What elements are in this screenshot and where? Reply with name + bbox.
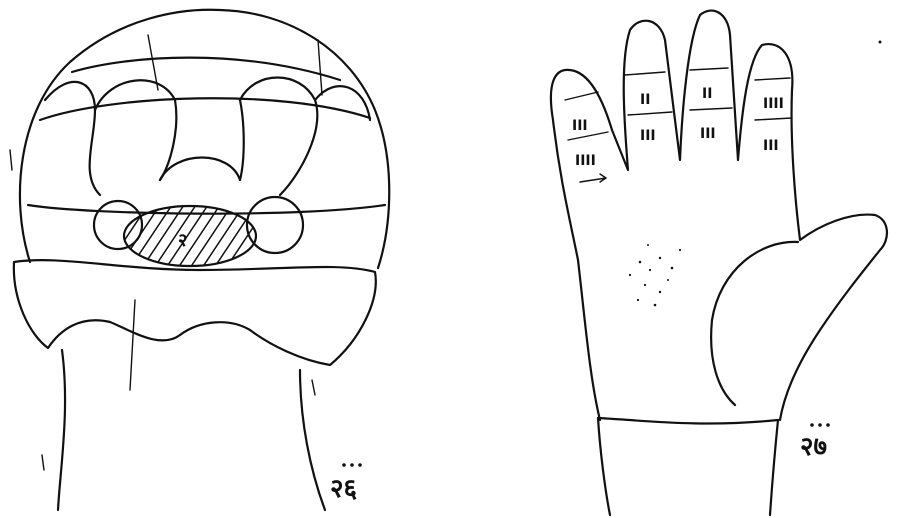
finger-3-lower-mark: III bbox=[700, 126, 716, 142]
joint-line bbox=[690, 108, 732, 110]
palm-figure: III IIII II III II III IIII III २७ bbox=[551, 11, 887, 515]
label-dot bbox=[818, 423, 822, 427]
joint-line bbox=[755, 118, 792, 120]
lobe-left bbox=[45, 82, 100, 195]
finger-4-lower-mark: III bbox=[763, 138, 779, 154]
oval-mark: २ bbox=[178, 230, 187, 251]
mark-tick-3 bbox=[312, 380, 315, 395]
label-dot bbox=[826, 423, 830, 427]
collar-band bbox=[14, 260, 376, 365]
joint-line bbox=[755, 78, 790, 80]
finger-4-upper-mark: IIII bbox=[763, 96, 784, 112]
guide-line-lower bbox=[130, 300, 135, 390]
speck bbox=[879, 41, 882, 44]
joint-line bbox=[690, 68, 728, 70]
bulb-right bbox=[247, 197, 303, 253]
figure-label-left: २६ bbox=[330, 474, 357, 504]
figure-label-right: २७ bbox=[800, 432, 827, 462]
finger-3-upper-mark: II bbox=[702, 86, 712, 102]
head-figure: २ २६ bbox=[10, 10, 389, 510]
lobe-center-right bbox=[240, 78, 317, 196]
finger-1-upper-mark: III bbox=[572, 118, 588, 134]
lobe-center-left bbox=[95, 80, 176, 180]
joint-line bbox=[628, 112, 672, 115]
arch-middle bbox=[160, 100, 244, 180]
label-dot bbox=[358, 463, 362, 467]
neck-right bbox=[300, 370, 325, 510]
finger-1-lower-mark: IIII bbox=[575, 153, 596, 169]
finger-arrow bbox=[580, 174, 606, 182]
finger-2-upper-mark: II bbox=[640, 92, 650, 108]
hand-outline bbox=[551, 11, 887, 420]
mark-tick-2 bbox=[10, 150, 12, 170]
wrist-line bbox=[598, 418, 778, 423]
palm-speckles bbox=[629, 244, 681, 306]
guide-line-right bbox=[318, 40, 322, 95]
joint-line bbox=[625, 72, 665, 75]
joint-line bbox=[565, 92, 598, 100]
thumb-mount bbox=[711, 242, 798, 405]
mark-tick-1 bbox=[42, 455, 44, 470]
neck-left bbox=[58, 350, 65, 510]
crown-cap bbox=[72, 58, 340, 80]
finger-2-lower-mark: III bbox=[640, 128, 656, 144]
upper-band bbox=[40, 98, 370, 120]
wrist-right bbox=[770, 420, 778, 515]
label-dot bbox=[342, 463, 346, 467]
label-dot bbox=[810, 423, 814, 427]
wrist-left bbox=[598, 418, 610, 515]
label-dot bbox=[350, 463, 354, 467]
